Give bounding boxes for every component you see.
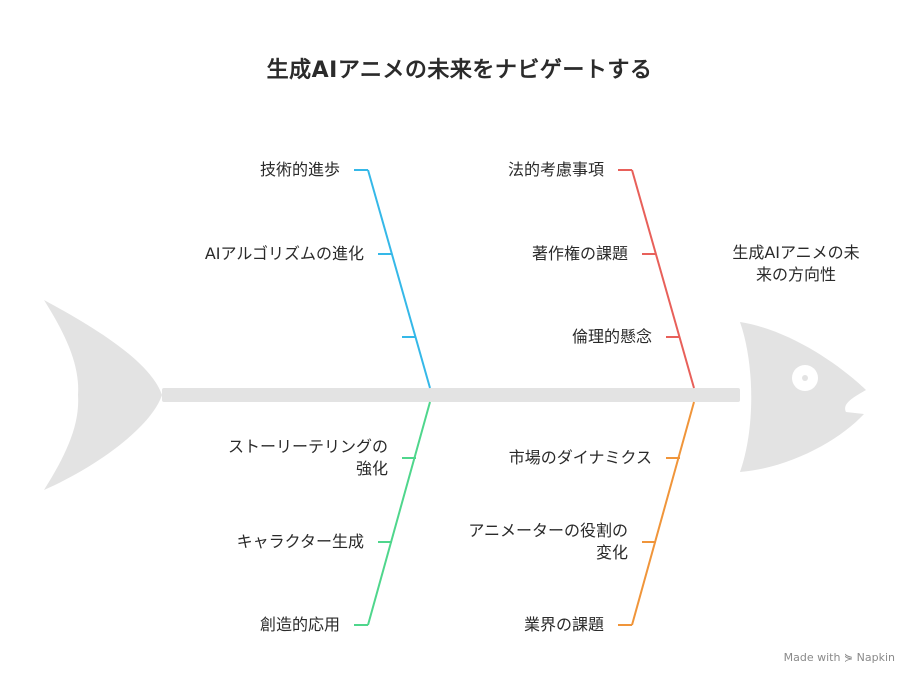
label-bl-2: キャラクター生成 — [236, 532, 364, 551]
bone-top-left — [367, 169, 431, 389]
made-with-credit[interactable]: Made with ⋟ Napkin — [783, 651, 895, 664]
bone-top-right — [631, 169, 695, 389]
label-br-1: 市場のダイナミクス — [508, 448, 652, 467]
label-tr-3: 倫理的懸念 — [571, 327, 652, 346]
label-bl-3: 創造的応用 — [259, 615, 340, 634]
fish-head — [740, 322, 866, 472]
label-tl-1: 技術的進歩 — [259, 160, 340, 179]
label-bl-1: ストーリーテリングの 強化 — [227, 437, 388, 478]
bone-bottom-left — [367, 401, 431, 626]
label-tr-2: 著作権の課題 — [531, 244, 628, 263]
label-tr-1: 法的考慮事項 — [507, 160, 604, 179]
fish-tail — [44, 300, 162, 490]
head-label: 生成AIアニメの未 来の方向性 — [732, 243, 860, 284]
fish-pupil — [802, 375, 808, 381]
label-tl-2: AIアルゴリズムの進化 — [204, 244, 364, 263]
label-br-3: 業界の課題 — [523, 615, 604, 634]
page-title: 生成AIアニメの未来をナビゲートする — [266, 58, 653, 83]
bone-bottom-right — [631, 401, 695, 626]
fish-spine — [162, 388, 740, 402]
label-br-2: アニメーターの役割の 変化 — [468, 521, 628, 562]
